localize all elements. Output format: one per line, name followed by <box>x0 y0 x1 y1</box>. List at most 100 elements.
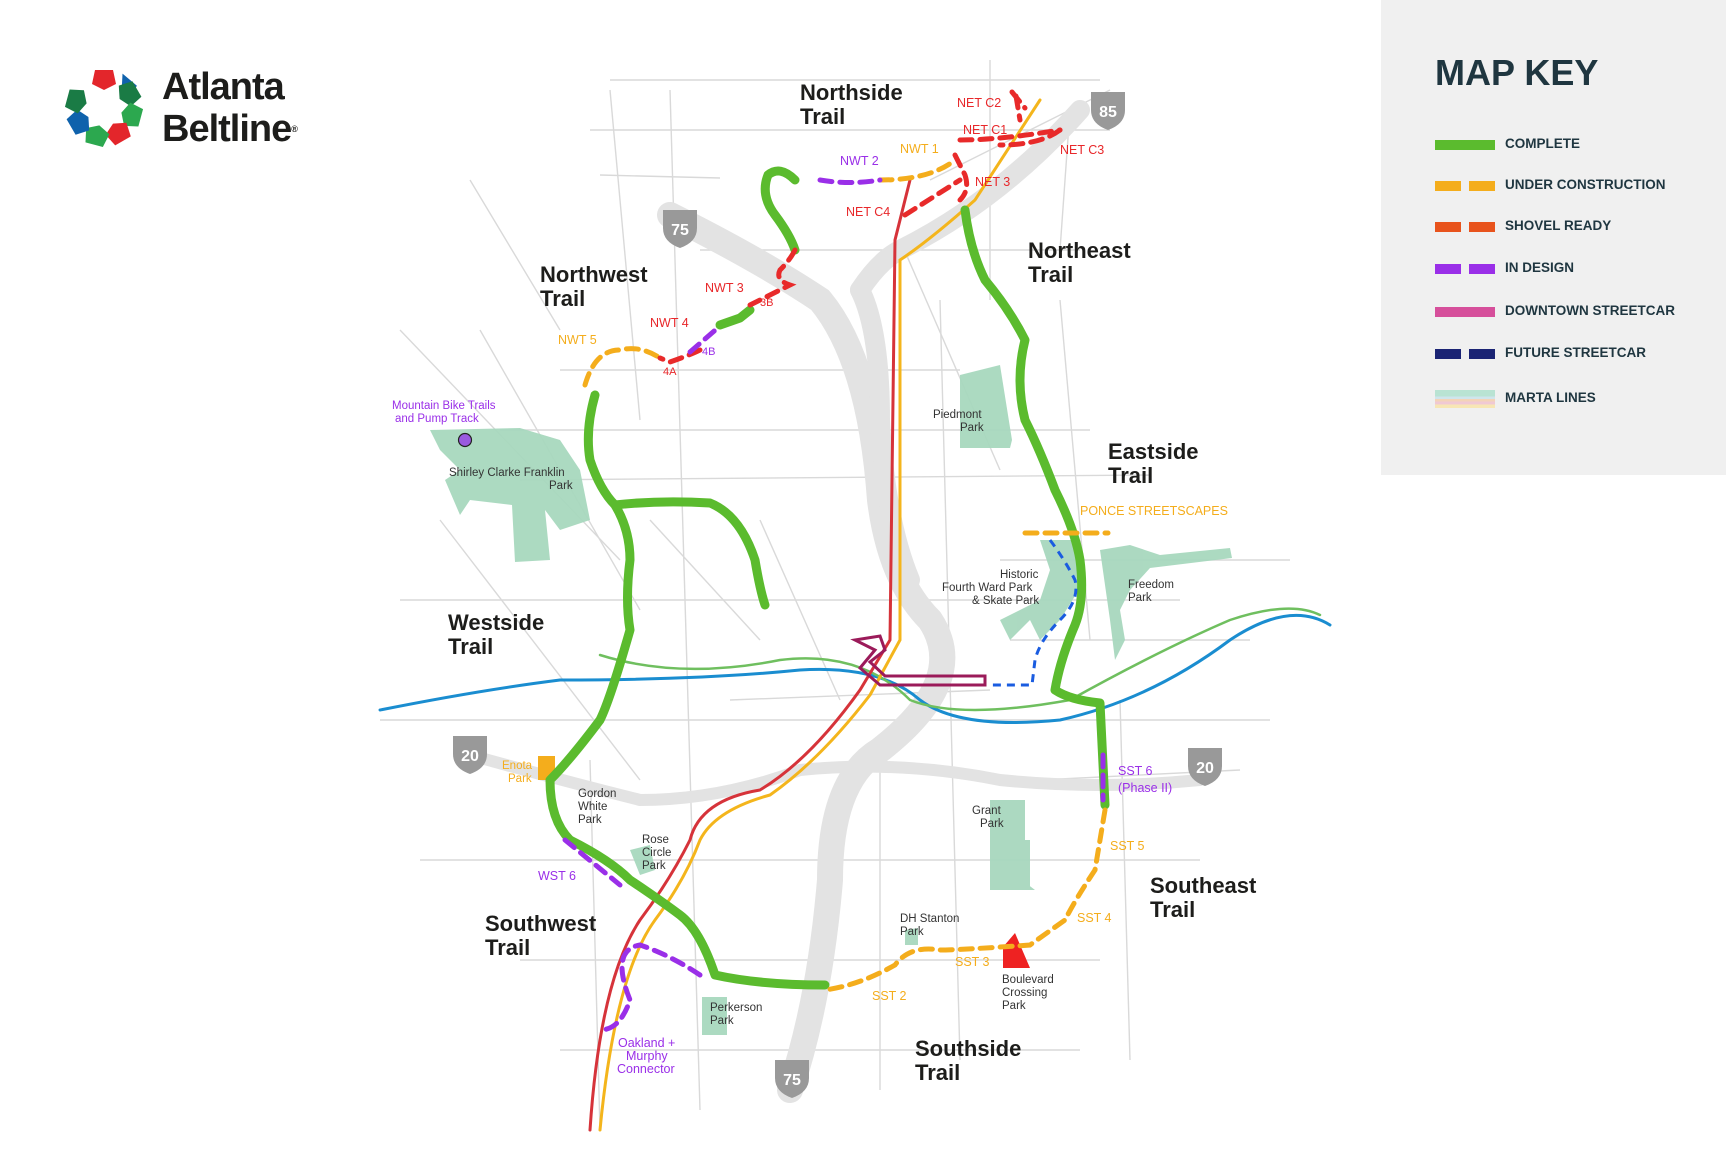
net-c2-label: NET C2 <box>957 96 1001 110</box>
enota-park-label: Enota <box>502 760 533 772</box>
gordon-white-park-label-2: White <box>578 801 607 813</box>
nwt-4a-label: 4A <box>663 366 677 378</box>
interstate-20-west-label: 20 <box>461 748 479 765</box>
sst-4-label: SST 4 <box>1077 911 1112 925</box>
net-c3-label: NET C3 <box>1060 143 1104 157</box>
logo-line-1: Atlanta <box>162 66 285 108</box>
grant-park-label: Grant <box>972 805 1002 817</box>
rose-circle-park-label-3: Park <box>642 860 666 872</box>
fourth-ward-park-label-3: & Skate Park <box>972 595 1039 607</box>
northeast-trail-label-2: Trail <box>1028 262 1073 287</box>
ponce-streetscapes-label: PONCE STREETSCAPES <box>1080 504 1228 518</box>
key-item-downtown-streetcar: DOWNTOWN STREETCAR <box>1435 301 1725 323</box>
boulevard-crossing-park-label-3: Park <box>1002 1000 1026 1012</box>
under-construction-swatch <box>1435 181 1495 191</box>
enota-park-label-2: Park <box>508 773 532 785</box>
under-construction-trails <box>582 157 1111 993</box>
atlanta-beltline-logo: Atlanta Beltline® <box>56 64 356 154</box>
net-3-label: NET 3 <box>975 175 1010 189</box>
perkerson-park-label: Perkerson <box>710 1002 762 1014</box>
freedom-park-label: Freedom <box>1128 579 1174 591</box>
key-item-under-construction: UNDER CONSTRUCTION <box>1435 175 1725 197</box>
downtown-streetcar-swatch <box>1435 307 1495 317</box>
sst-6-phase-label: (Phase II) <box>1118 781 1172 795</box>
key-label-downtown-streetcar: DOWNTOWN STREETCAR <box>1505 303 1675 318</box>
mountain-bike-marker <box>457 432 473 448</box>
dh-stanton-park-label: DH Stanton <box>900 913 959 925</box>
trail-names: Northside Trail Northwest Trail Northeas… <box>448 80 1257 1085</box>
downtown-streetcar <box>850 634 987 687</box>
oakland-connector-label-3: Connector <box>617 1062 675 1076</box>
park-labels: Piedmont Park Shirley Clarke Franklin Pa… <box>449 409 1174 1027</box>
logo-line-2: Beltline <box>162 108 292 150</box>
southwest-trail-label-2: Trail <box>485 935 530 960</box>
southeast-trail-label: Southeast <box>1150 873 1257 898</box>
piedmont-park-label: Piedmont <box>933 409 982 421</box>
nwt-2-label: NWT 2 <box>840 154 879 168</box>
rose-circle-park-label: Rose <box>642 834 669 846</box>
sst-5-label: SST 5 <box>1110 839 1145 853</box>
northside-trail-label-2: Trail <box>800 104 845 129</box>
complete-trails <box>545 166 1110 990</box>
key-item-in-design: IN DESIGN <box>1435 258 1725 280</box>
shovel-ready-swatch <box>1435 222 1495 232</box>
logo-registered-mark: ® <box>291 124 298 134</box>
interstate-75-south-label: 75 <box>783 1072 801 1089</box>
perkerson-park-label-2: Park <box>710 1015 734 1027</box>
marta-lines <box>378 98 1332 1132</box>
key-item-complete: COMPLETE <box>1435 134 1725 156</box>
northwest-trail-label: Northwest <box>540 262 648 287</box>
map-key-panel: MAP KEY COMPLETE UNDER CONSTRUCTION SHOV… <box>1381 0 1726 475</box>
key-label-marta-lines: MARTA LINES <box>1505 390 1596 405</box>
shirley-clarke-franklin-park-label-2: Park <box>549 480 573 492</box>
street-grid <box>380 60 1290 1131</box>
eastside-trail-label: Eastside <box>1108 439 1199 464</box>
map-key-title: MAP KEY <box>1435 52 1599 93</box>
westside-trail-label: Westside <box>448 610 544 635</box>
interstate-20-east-label: 20 <box>1196 760 1214 777</box>
gordon-white-park-label-3: Park <box>578 814 602 826</box>
fourth-ward-park-label: Historic <box>1000 569 1039 581</box>
interstate-shields: 85 75 20 20 75 <box>453 92 1222 1098</box>
oakland-connector-label-2: Murphy <box>626 1049 668 1063</box>
sst-6-label: SST 6 <box>1118 764 1153 778</box>
gordon-white-park-label: Gordon <box>578 788 616 800</box>
in-design-swatch <box>1435 264 1495 274</box>
dh-stanton-park-label-2: Park <box>900 926 924 938</box>
marta-lines-swatch <box>1435 390 1495 408</box>
mountain-bike-label-2: and Pump Track <box>395 413 479 425</box>
key-item-future-streetcar: FUTURE STREETCAR <box>1435 343 1725 365</box>
interstate-highways <box>464 100 1206 1103</box>
net-c4-label: NET C4 <box>846 205 890 219</box>
fourth-ward-park-label-2: Fourth Ward Park <box>942 582 1033 594</box>
wst-6-label: WST 6 <box>538 869 576 883</box>
parks <box>430 365 1232 1035</box>
nwt-3b-label: 3B <box>760 297 773 309</box>
key-item-shovel-ready: SHOVEL READY <box>1435 216 1725 238</box>
beltline-logo-mark-icon <box>64 70 144 148</box>
segment-labels: NET C2 NET C1 NET C3 NET 3 NET C4 NWT 1 … <box>392 96 1228 1076</box>
shirley-clarke-franklin-park-label: Shirley Clarke Franklin <box>449 467 565 479</box>
key-label-complete: COMPLETE <box>1505 136 1581 151</box>
future-streetcar <box>990 539 1078 687</box>
net-c1-label: NET C1 <box>963 123 1007 137</box>
southwest-trail-label: Southwest <box>485 911 597 936</box>
northside-trail-label: Northside <box>800 80 903 105</box>
interstate-75-north-label: 75 <box>671 222 689 239</box>
boulevard-crossing-park-marker <box>1003 933 1030 968</box>
future-streetcar-swatch <box>1435 349 1495 359</box>
in-design-trails <box>562 177 1106 1033</box>
complete-swatch <box>1435 140 1495 150</box>
northeast-trail-label: Northeast <box>1028 238 1131 263</box>
key-label-in-design: IN DESIGN <box>1505 260 1575 275</box>
nwt-4-label: NWT 4 <box>650 316 689 330</box>
grant-park-label-2: Park <box>980 818 1004 830</box>
oakland-connector-label: Oakland + <box>618 1036 675 1050</box>
rose-circle-park-label-2: Circle <box>642 847 671 859</box>
northwest-trail-label-2: Trail <box>540 286 585 311</box>
southside-trail-label: Southside <box>915 1036 1021 1061</box>
sst-3-label: SST 3 <box>955 955 990 969</box>
freedom-park-label-2: Park <box>1128 592 1152 604</box>
southeast-trail-label-2: Trail <box>1150 897 1195 922</box>
